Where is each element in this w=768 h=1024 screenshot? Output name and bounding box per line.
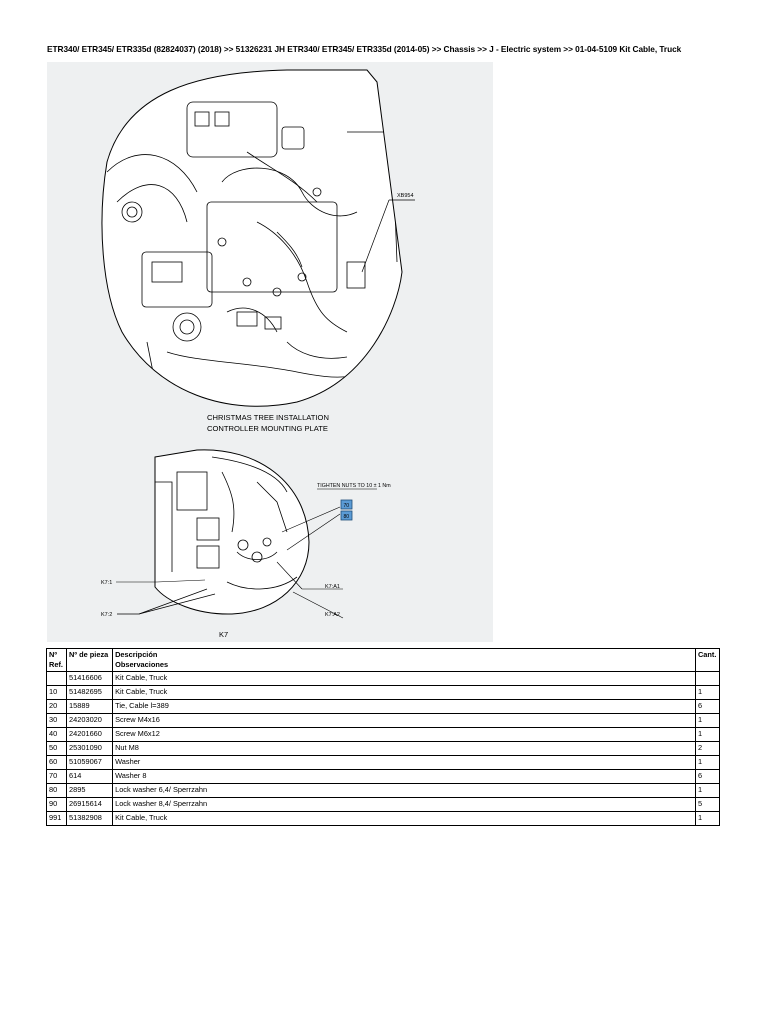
technical-drawing: XB954 CHRISTMAS TREE INSTALLATION CONTRO… [101, 69, 415, 639]
badge-70-label: 70 [344, 503, 350, 509]
badge-80-label: 80 [344, 514, 350, 520]
callout-k7-2: K7:2 [101, 612, 112, 618]
badge-80 [340, 510, 353, 521]
k7-view-label: K7 [219, 630, 228, 639]
callout-k7-1: K7:1 [101, 580, 112, 586]
header-part-number: Nº de pieza [66, 648, 114, 672]
callout-xb954: XB954 [397, 193, 414, 199]
header-quantity: Cant. [694, 648, 721, 672]
callout-k7-a2: K7:A2 [325, 612, 340, 618]
caption-line-2: CONTROLLER MOUNTING PLATE [207, 424, 328, 433]
k7-relay-detail-view: TIGHTEN NUTS TO 10 ± 1 Nm 70 80 K7:1 K7:… [101, 449, 391, 639]
badge-70 [340, 499, 353, 510]
breadcrumb: ETR340/ ETR345/ ETR335d (82824037) (2018… [47, 44, 682, 54]
callout-k7-a1: K7:A1 [325, 584, 340, 590]
caption-line-1: CHRISTMAS TREE INSTALLATION [207, 413, 329, 422]
exploded-view-figure: XB954 CHRISTMAS TREE INSTALLATION CONTRO… [47, 62, 493, 642]
christmas-tree-detail-view: XB954 [101, 69, 415, 407]
torque-note: TIGHTEN NUTS TO 10 ± 1 Nm [317, 483, 391, 489]
